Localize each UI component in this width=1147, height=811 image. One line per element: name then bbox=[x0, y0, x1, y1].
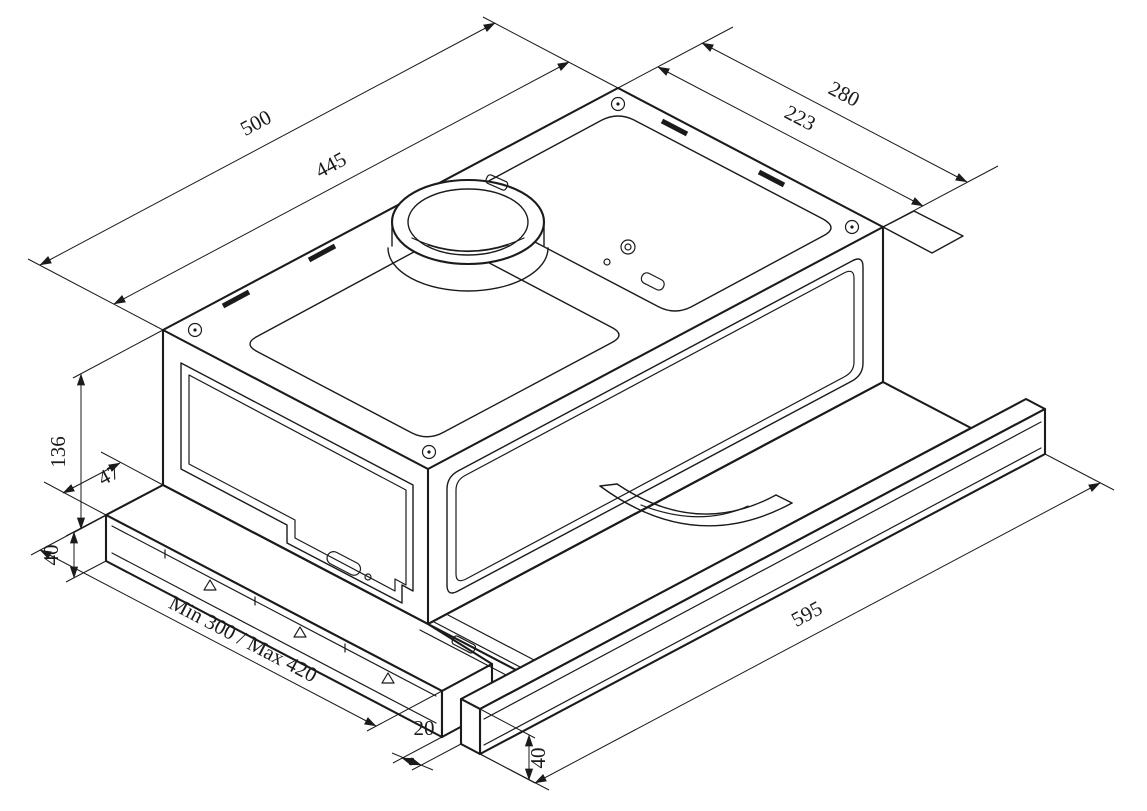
dim-label-445: 445 bbox=[311, 147, 350, 183]
body-front-face-details bbox=[446, 258, 864, 594]
telescopic-drawer bbox=[419, 380, 1047, 756]
dim-label-280: 280 bbox=[825, 76, 864, 112]
dim-label-136: 136 bbox=[46, 436, 70, 468]
cable-fittings bbox=[603, 239, 665, 291]
drawer-rails bbox=[419, 614, 537, 677]
bottom-box bbox=[104, 483, 494, 739]
dim-label-20: 20 bbox=[414, 716, 435, 740]
dim-label-500: 500 bbox=[236, 105, 275, 141]
dim-label-40-left: 40 bbox=[39, 545, 63, 566]
dim-label-595: 595 bbox=[787, 596, 826, 632]
dim-label-40-bottom: 40 bbox=[526, 748, 550, 769]
dimension-20: 20 bbox=[391, 716, 462, 771]
dimension-40-left: 40 bbox=[39, 514, 107, 583]
dim-label-223: 223 bbox=[781, 100, 820, 136]
dimension-40-bottom: 40 bbox=[479, 708, 550, 784]
